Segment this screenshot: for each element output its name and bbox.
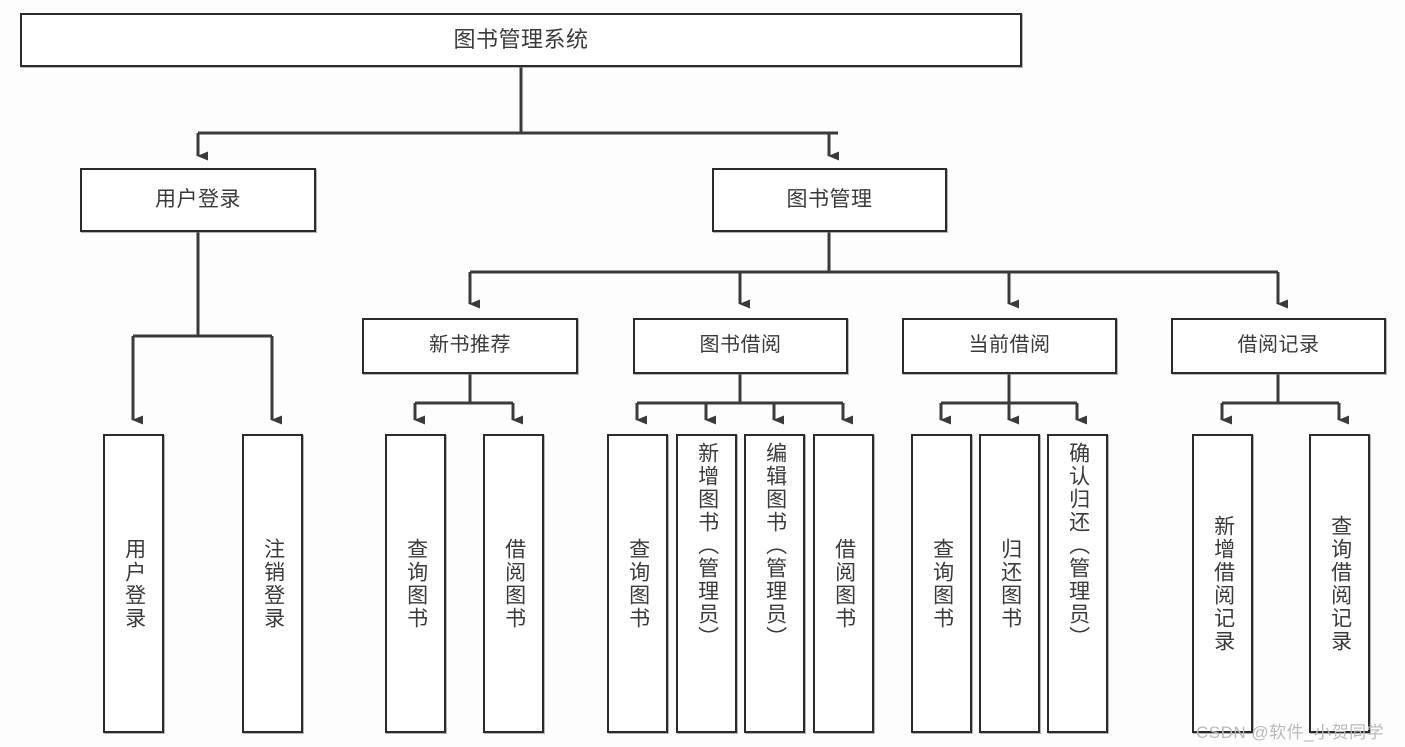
- node-label: 新书推荐: [429, 334, 511, 357]
- leaf-add-book-admin[interactable]: 新增图书（管理员）: [676, 434, 737, 733]
- node-label: 查询图书: [626, 537, 650, 630]
- node-label: 图书借阅: [699, 334, 782, 357]
- leaf-query-borrow-record[interactable]: 查询借阅记录: [1309, 434, 1370, 733]
- node-label: 确认归还（管理员）: [1066, 442, 1090, 649]
- node-current-borrow[interactable]: 当前借阅: [902, 318, 1117, 374]
- leaf-query-book-borrow[interactable]: 查询图书: [607, 434, 668, 733]
- node-label: 新增图书（管理员）: [695, 442, 719, 649]
- node-label: 查询图书: [404, 537, 428, 630]
- node-book-borrow[interactable]: 图书借阅: [633, 318, 848, 374]
- leaf-add-borrow-record[interactable]: 新增借阅记录: [1192, 434, 1253, 733]
- leaf-user-login[interactable]: 用户登录: [103, 434, 164, 733]
- node-root-system[interactable]: 图书管理系统: [20, 13, 1022, 67]
- node-label: 借阅图书: [832, 537, 856, 630]
- node-new-book-recommend[interactable]: 新书推荐: [362, 318, 578, 374]
- node-user-login[interactable]: 用户登录: [80, 168, 316, 232]
- node-label: 注销登录: [261, 537, 285, 630]
- node-label: 新增借阅记录: [1211, 514, 1235, 653]
- node-label: 借阅图书: [502, 537, 526, 630]
- leaf-borrow-book[interactable]: 借阅图书: [813, 434, 874, 733]
- node-label: 查询图书: [930, 537, 954, 630]
- node-label: 编辑图书（管理员）: [763, 442, 787, 649]
- node-label: 归还图书: [998, 537, 1022, 630]
- node-label: 图书管理系统: [453, 27, 589, 53]
- csdn-watermark: CSDN @软件_小贺同学: [1196, 723, 1385, 742]
- node-label: 借阅记录: [1237, 334, 1320, 357]
- node-label: 图书管理: [786, 187, 873, 211]
- leaf-query-book-current[interactable]: 查询图书: [911, 434, 972, 733]
- leaf-logout[interactable]: 注销登录: [242, 434, 303, 733]
- node-label: 用户登录: [122, 537, 146, 630]
- leaf-query-book-recommend[interactable]: 查询图书: [385, 434, 446, 733]
- node-borrow-records[interactable]: 借阅记录: [1171, 318, 1386, 374]
- leaf-borrow-book-recommend[interactable]: 借阅图书: [483, 434, 544, 733]
- leaf-confirm-return-admin[interactable]: 确认归还（管理员）: [1047, 434, 1108, 733]
- node-label: 用户登录: [155, 187, 241, 211]
- leaf-return-book[interactable]: 归还图书: [979, 434, 1040, 733]
- node-book-management[interactable]: 图书管理: [712, 168, 947, 232]
- node-label: 查询借阅记录: [1328, 514, 1352, 653]
- leaf-edit-book-admin[interactable]: 编辑图书（管理员）: [744, 434, 805, 733]
- node-label: 当前借阅: [968, 334, 1051, 357]
